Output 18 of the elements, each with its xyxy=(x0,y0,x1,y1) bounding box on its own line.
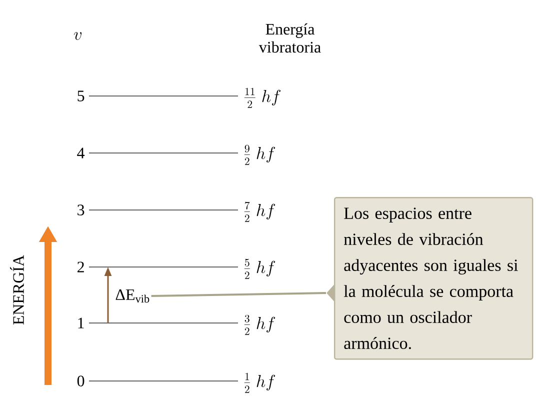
level-number: 4 xyxy=(77,148,85,158)
delta-label: ΔE$_{vib}$ xyxy=(116,289,150,303)
energy-value: $\frac{11}{2}\;hf$ xyxy=(244,88,281,108)
axis-label: ENERGÍA xyxy=(10,255,24,325)
energy-value: $\frac{1}{2}\;hf$ xyxy=(244,372,276,393)
column-heading: Energía vibratoria xyxy=(258,23,321,53)
level-number: 1 xyxy=(78,318,84,328)
level-number: 0 xyxy=(77,376,84,386)
energy-value: $\frac{9}{2}\;hf$ xyxy=(244,144,276,165)
variable-label: $v$ xyxy=(74,32,82,40)
energy-value: $\frac{7}{2}\;hf$ xyxy=(244,202,276,222)
level-number: 3 xyxy=(78,204,84,216)
callout-box: Los espacios entre niveles de vibración adyacentes son iguales si la molécula se comporta como un oscilador armónico. xyxy=(326,197,534,360)
energy-value: $\frac{3}{2}\;hf$ xyxy=(244,314,276,335)
level-number: 2 xyxy=(78,262,84,272)
level-number: 5 xyxy=(78,90,84,102)
leader-line xyxy=(151,292,326,297)
energy-value: $\frac{5}{2}\;hf$ xyxy=(244,258,276,279)
